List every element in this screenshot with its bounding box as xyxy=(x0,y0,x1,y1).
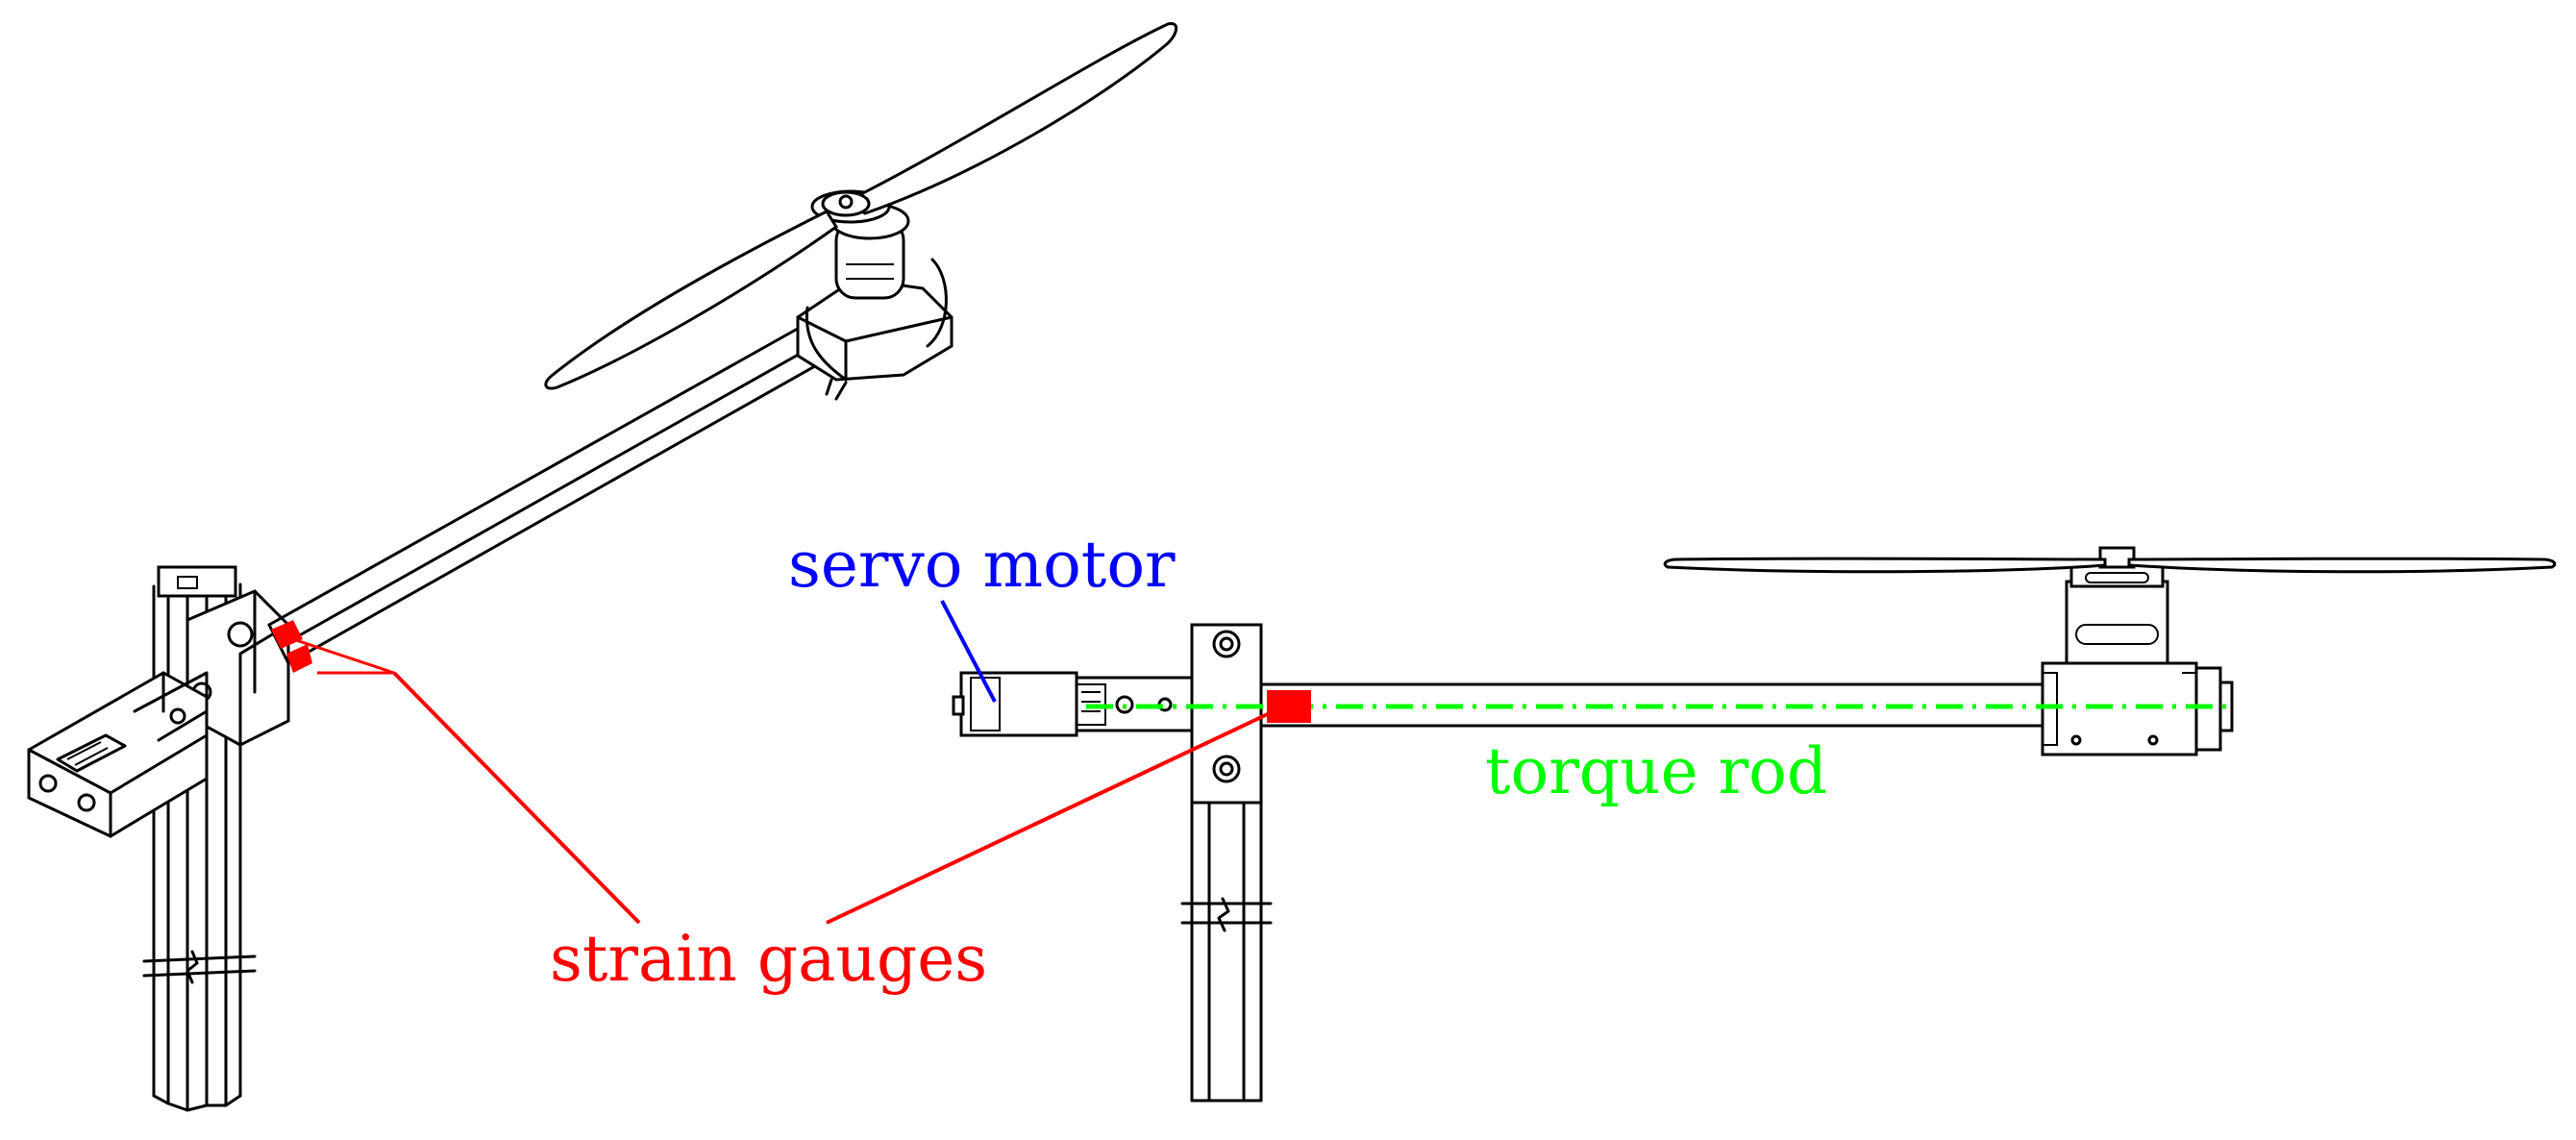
torque-rod-label: torque rod xyxy=(1485,734,1827,808)
strain-gauge-leader-left xyxy=(392,671,641,925)
right-torque-rod-tube xyxy=(1259,682,2049,728)
leader-lines xyxy=(392,600,1275,925)
servo-leader-line xyxy=(940,600,997,703)
right-strain-gauge xyxy=(1267,690,1311,723)
left-propeller xyxy=(544,22,1178,390)
right-servo-block xyxy=(952,671,1194,737)
left-extrusion-post xyxy=(142,565,257,1112)
right-motor-housing xyxy=(2041,546,2234,756)
isometric-view xyxy=(27,22,1178,1112)
right-extrusion-post xyxy=(1180,623,1273,1103)
right-propeller xyxy=(1663,557,2557,574)
side-view xyxy=(952,546,2557,1103)
strain-gauge-leader-right xyxy=(826,709,1275,925)
left-arm-tube xyxy=(267,310,853,665)
servo-motor-label: servo motor xyxy=(788,528,1176,602)
strain-gauges-label: strain gauges xyxy=(550,922,987,996)
left-servo-housing xyxy=(27,671,209,838)
